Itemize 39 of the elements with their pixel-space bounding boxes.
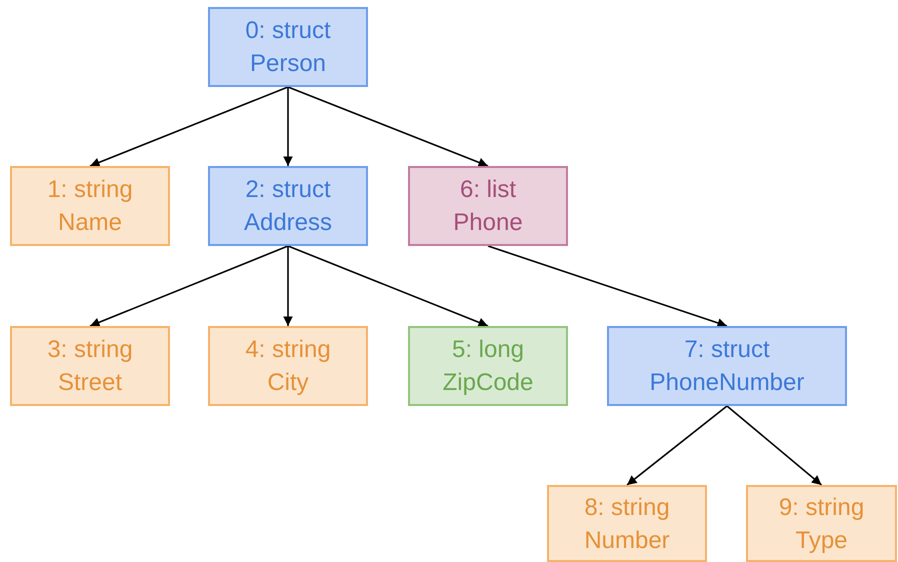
field-label: 5: long xyxy=(452,335,524,365)
arrow xyxy=(288,86,488,167)
field-label: Name xyxy=(58,208,122,238)
field-label: 6: list xyxy=(460,175,516,205)
field-label: Address xyxy=(244,208,332,238)
field-label: Number xyxy=(584,526,670,556)
field-label: 7: struct xyxy=(684,335,770,365)
field-label: PhoneNumber xyxy=(650,368,804,398)
field-label: 1: string xyxy=(47,175,133,205)
arrow xyxy=(626,405,728,486)
field-box xyxy=(408,326,568,406)
field-box xyxy=(208,7,368,87)
field-label: 8: string xyxy=(584,492,670,522)
arrow xyxy=(288,245,488,327)
field-label: 2: struct xyxy=(245,175,331,205)
field-label: Street xyxy=(58,368,122,398)
field-box xyxy=(10,326,170,406)
field-box xyxy=(607,326,847,406)
field-label: 0: struct xyxy=(245,16,331,46)
field-label: City xyxy=(267,368,309,398)
arrow xyxy=(488,245,728,328)
arrow xyxy=(90,86,288,167)
field-label: 4: string xyxy=(245,335,331,365)
field-box xyxy=(208,326,368,406)
field-label: 3: string xyxy=(47,335,133,365)
arrow xyxy=(726,405,822,486)
field-box xyxy=(208,166,368,246)
field-box xyxy=(746,485,897,562)
field-label: Type xyxy=(795,526,848,556)
arrow xyxy=(90,245,288,327)
field-label: ZipCode xyxy=(442,368,534,398)
field-box xyxy=(408,166,568,246)
arrow xyxy=(283,87,293,166)
field-label: Phone xyxy=(453,208,523,238)
field-label: Person xyxy=(250,49,326,79)
field-box xyxy=(10,166,170,246)
arrow xyxy=(283,246,293,326)
field-box xyxy=(547,485,707,562)
field-label: 9: string xyxy=(778,492,864,522)
